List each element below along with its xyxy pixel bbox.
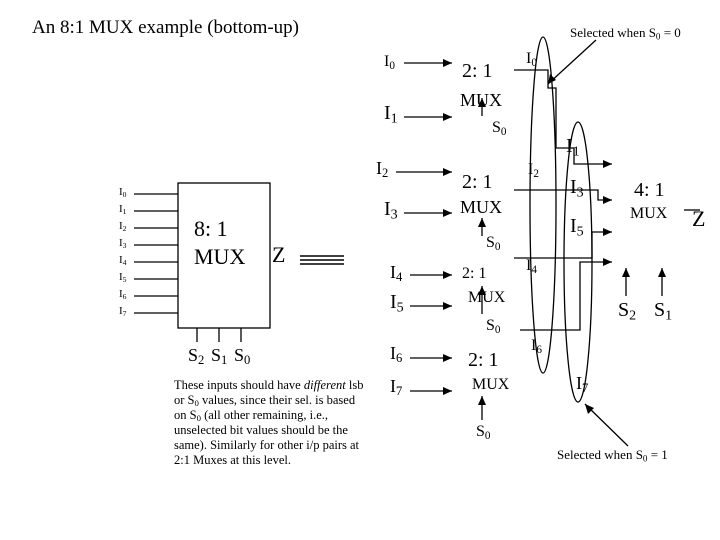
big-mux-box: [177, 182, 271, 329]
mid-input-i3: I3: [570, 176, 584, 201]
arrowhead: [443, 209, 452, 217]
big-mux-input-label-3: I3: [119, 237, 127, 250]
mux2-output-lines: [514, 69, 612, 331]
arrowhead: [478, 218, 486, 227]
arrowhead: [443, 354, 452, 362]
arrowhead: [603, 258, 612, 266]
big-mux-ratio-label: 8: 1: [194, 216, 228, 241]
equivalence-symbol: [300, 255, 344, 265]
mid-input-i0: I0: [526, 50, 537, 69]
mux4-output: Z: [692, 206, 706, 231]
big-mux-input-label-2: I2: [119, 220, 127, 233]
arrowhead: [478, 98, 486, 107]
big-mux-input-lines: [134, 193, 178, 314]
mux4-select-s2: S2: [618, 299, 637, 324]
arrowhead: [443, 113, 452, 121]
big-mux-select-s1: S1: [211, 345, 228, 368]
big-mux-type-label: MUX: [194, 244, 246, 269]
mux2-3-ratio: 2: 1: [462, 265, 487, 282]
mid-input-i6: I6: [531, 337, 542, 356]
explanation-text: These inputs should have different lsb o…: [174, 378, 364, 467]
left-input-i7: I7: [390, 376, 403, 399]
arrowhead: [443, 59, 452, 67]
mux2-3-type: MUX: [468, 289, 506, 306]
arrowhead: [603, 196, 612, 204]
left-input-i5: I5: [390, 291, 404, 316]
arrowhead: [585, 404, 594, 414]
note-selected-s0-zero: Selected when S0 = 0: [570, 25, 681, 42]
mux2-4-type: MUX: [472, 376, 510, 393]
big-mux-input-label-4: I4: [119, 254, 127, 267]
note-selected-s0-one: Selected when S0 = 1: [557, 447, 668, 464]
mux4-ratio: 4: 1: [634, 179, 665, 201]
mux2-1-ratio: 2: 1: [462, 60, 493, 82]
left-input-i1: I1: [384, 102, 398, 127]
mid-input-i1: I1: [566, 135, 580, 160]
left-input-i4: I4: [390, 262, 403, 285]
mux2-4-ratio: 2: 1: [468, 349, 499, 371]
mux2-3-select: S0: [486, 317, 501, 336]
big-mux-input-label-0: I0: [119, 186, 127, 199]
mux2-2-type: MUX: [460, 197, 503, 217]
big-mux-select-lines: [196, 328, 242, 342]
mux2-2-ratio: 2: 1: [462, 171, 493, 193]
left-input-i0: I0: [384, 53, 395, 72]
top-note-pointer: [547, 39, 597, 85]
left-input-i2: I2: [376, 158, 389, 181]
arrowhead: [443, 271, 452, 279]
mux2-4-select: S0: [476, 423, 491, 442]
arrowhead: [603, 160, 612, 168]
mux2-1-type: MUX: [460, 90, 503, 110]
arrowhead: [658, 268, 666, 277]
arrowhead: [443, 168, 452, 176]
page-title: An 8:1 MUX example (bottom-up): [32, 17, 300, 38]
big-mux-input-label-6: I6: [119, 288, 127, 301]
big-mux-select-s0: S0: [234, 345, 251, 368]
big-mux-select-s2: S2: [188, 345, 205, 368]
mux2-1-select: S0: [492, 119, 507, 138]
arrowhead: [478, 286, 486, 295]
ellipse-s0-one: [563, 121, 593, 403]
mid-input-i2: I2: [528, 161, 539, 180]
big-mux-input-label-5: I5: [119, 271, 127, 284]
left-input-i6: I6: [390, 343, 403, 366]
arrowhead: [443, 302, 452, 310]
mid-input-i5: I5: [570, 215, 584, 240]
arrowhead: [603, 228, 612, 236]
arrowhead: [478, 396, 486, 405]
big-mux-input-label-7: I7: [119, 305, 127, 318]
bottom-note-pointer: [584, 403, 629, 447]
mid-input-i7: I7: [576, 373, 589, 396]
mux4-type: MUX: [630, 205, 668, 222]
left-input-i3: I3: [384, 198, 398, 223]
big-mux-output-label: Z: [272, 242, 286, 267]
ellipse-s0-zero: [529, 36, 557, 374]
mux4-select-s1: S1: [654, 299, 673, 324]
mid-input-i4: I4: [526, 257, 537, 276]
mux2-input-lines: [396, 62, 452, 392]
big-mux-input-label-1: I1: [119, 203, 127, 216]
arrowhead: [443, 387, 452, 395]
arrowhead: [548, 74, 556, 84]
mux2-2-select: S0: [486, 234, 501, 253]
arrowhead: [622, 268, 630, 277]
